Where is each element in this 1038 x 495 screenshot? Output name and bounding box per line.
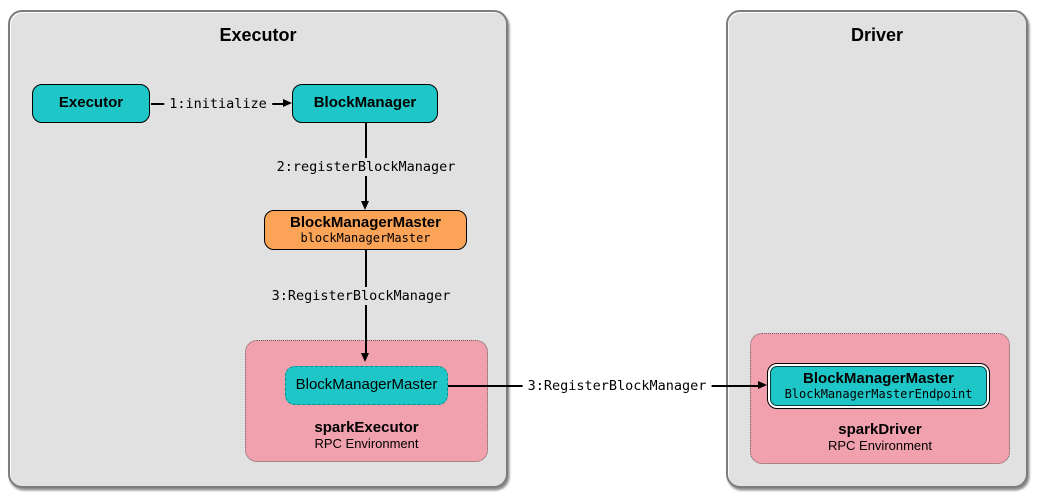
edge-register-block-manager-label: 2:registerBlockManager <box>271 158 461 176</box>
block-manager-node-label: BlockManager <box>313 94 417 112</box>
spark-driver-env-name: sparkDriver <box>838 421 922 439</box>
executor-group-title: Executor <box>219 25 297 45</box>
arrowhead-down-icon <box>361 201 369 210</box>
block-manager-master-ref-node: BlockManagerMaster <box>285 366 448 405</box>
block-manager-master-endpoint-sublabel: BlockManagerMasterEndpoint <box>784 387 973 402</box>
block-manager-master-endpoint-label: BlockManagerMaster <box>803 369 954 387</box>
spark-driver-caption: sparkDriver RPC Environment <box>751 421 1009 454</box>
arrowhead-down-icon <box>361 353 369 362</box>
edge-register-message-local-label: 3:RegisterBlockManager <box>266 287 456 305</box>
spark-executor-env-type: RPC Environment <box>314 436 419 452</box>
driver-group-title: Driver <box>850 25 904 45</box>
arrowhead-right-icon <box>283 99 292 107</box>
spark-driver-env-type: RPC Environment <box>827 438 933 454</box>
edge-register-message-remote-label: 3:RegisterBlockManager <box>522 377 712 395</box>
arrowhead-right-icon <box>758 381 767 389</box>
block-manager-master-endpoint-inner: BlockManagerMaster BlockManagerMasterEnd… <box>770 366 987 406</box>
executor-node: Executor <box>32 84 150 123</box>
block-manager-master-endpoint-node: BlockManagerMaster BlockManagerMasterEnd… <box>767 363 990 409</box>
block-manager-node: BlockManager <box>292 84 438 123</box>
block-manager-master-ref-label: BlockManagerMaster <box>295 376 438 394</box>
spark-executor-env-name: sparkExecutor <box>314 419 419 437</box>
block-manager-master-node: BlockManagerMaster blockManagerMaster <box>264 210 467 250</box>
block-manager-master-node-label: BlockManagerMaster <box>290 213 441 231</box>
edge-initialize-label: 1:initialize <box>164 95 272 113</box>
block-manager-master-node-sublabel: blockManagerMaster <box>300 231 431 246</box>
executor-node-label: Executor <box>58 94 124 112</box>
spark-executor-caption: sparkExecutor RPC Environment <box>246 419 487 452</box>
